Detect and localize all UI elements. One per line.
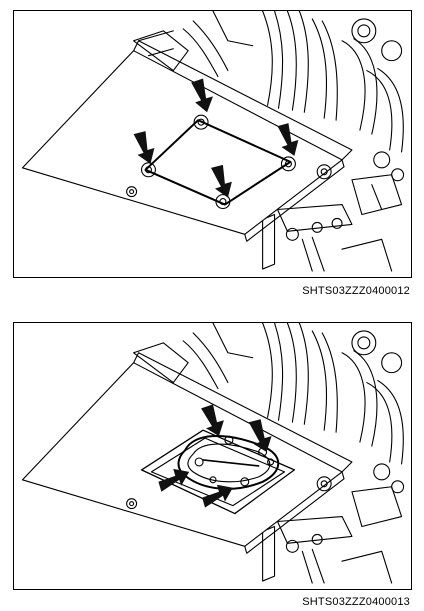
- arrows-2: [158, 404, 272, 508]
- underbody-cover-1: [21, 30, 353, 242]
- arrow-2c: [158, 468, 190, 492]
- arrow-2a: [201, 404, 224, 437]
- figure-1: [13, 10, 412, 278]
- arrow-1a: [191, 78, 213, 113]
- illustration-1: [21, 11, 405, 272]
- arrows-1: [133, 78, 299, 198]
- figure-1-caption: SHTS03ZZZ0400012: [302, 285, 410, 297]
- lower-components-2: [262, 463, 405, 584]
- arrow-1c: [133, 131, 155, 164]
- arrow-2d: [202, 484, 233, 508]
- underbody-cover-2: [21, 352, 353, 554]
- arrow-2b: [248, 419, 272, 453]
- lower-components-1: [262, 151, 405, 272]
- figure-2: [13, 322, 412, 590]
- hoses-2: [133, 323, 404, 465]
- arrow-1d: [211, 164, 232, 198]
- service-plate-1: [126, 114, 332, 210]
- illustration-2: [21, 323, 405, 584]
- arrow-1b: [277, 123, 299, 156]
- figure-2-caption: SHTS03ZZZ0400013: [302, 596, 410, 608]
